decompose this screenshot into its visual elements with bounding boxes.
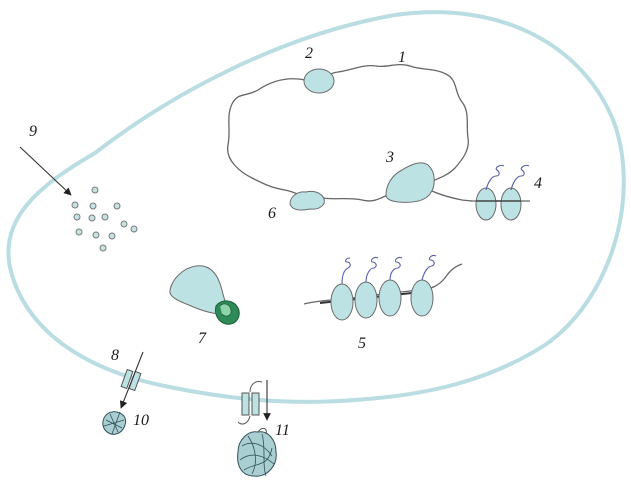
rna-polymerase-3 bbox=[385, 162, 435, 203]
arrow-9 bbox=[19, 146, 72, 196]
label-9: 9 bbox=[29, 123, 37, 140]
transporter-11 bbox=[237, 381, 263, 425]
arrow-8 bbox=[119, 351, 144, 409]
transporter-8 bbox=[120, 368, 142, 392]
label-1: 1 bbox=[398, 49, 406, 66]
peptide-5c bbox=[389, 256, 403, 281]
small-molecules-9 bbox=[71, 186, 138, 252]
ribosome-5a bbox=[330, 283, 354, 321]
label-5: 5 bbox=[358, 335, 366, 352]
dna-loop bbox=[227, 63, 469, 202]
label-8: 8 bbox=[111, 347, 119, 364]
peptide-4b bbox=[510, 164, 530, 191]
label-3: 3 bbox=[385, 149, 394, 166]
label-7: 7 bbox=[198, 330, 207, 347]
peptide-5a bbox=[341, 257, 351, 285]
peptide-5b bbox=[365, 256, 379, 283]
ribosome-5d bbox=[410, 279, 434, 317]
label-6: 6 bbox=[268, 205, 276, 222]
bound-protein-6 bbox=[289, 190, 325, 211]
protein-aggregate-11 bbox=[237, 427, 277, 477]
label-11: 11 bbox=[275, 422, 290, 439]
ribosome-4a bbox=[475, 187, 497, 221]
label-4: 4 bbox=[534, 175, 542, 192]
green-subunit-inner bbox=[219, 303, 232, 317]
ribosome-5c bbox=[378, 279, 402, 317]
ribosome-5b bbox=[354, 281, 378, 319]
peptide-4a bbox=[485, 164, 505, 191]
label-2: 2 bbox=[305, 45, 313, 62]
cell-membrane bbox=[6, 10, 626, 404]
bound-protein-2 bbox=[303, 68, 335, 94]
ribosome-4b bbox=[500, 187, 522, 221]
protein-aggregate-10 bbox=[102, 411, 127, 435]
peptide-5d bbox=[421, 254, 437, 281]
label-10: 10 bbox=[133, 412, 149, 429]
dna-loop-wiggle bbox=[429, 189, 473, 202]
